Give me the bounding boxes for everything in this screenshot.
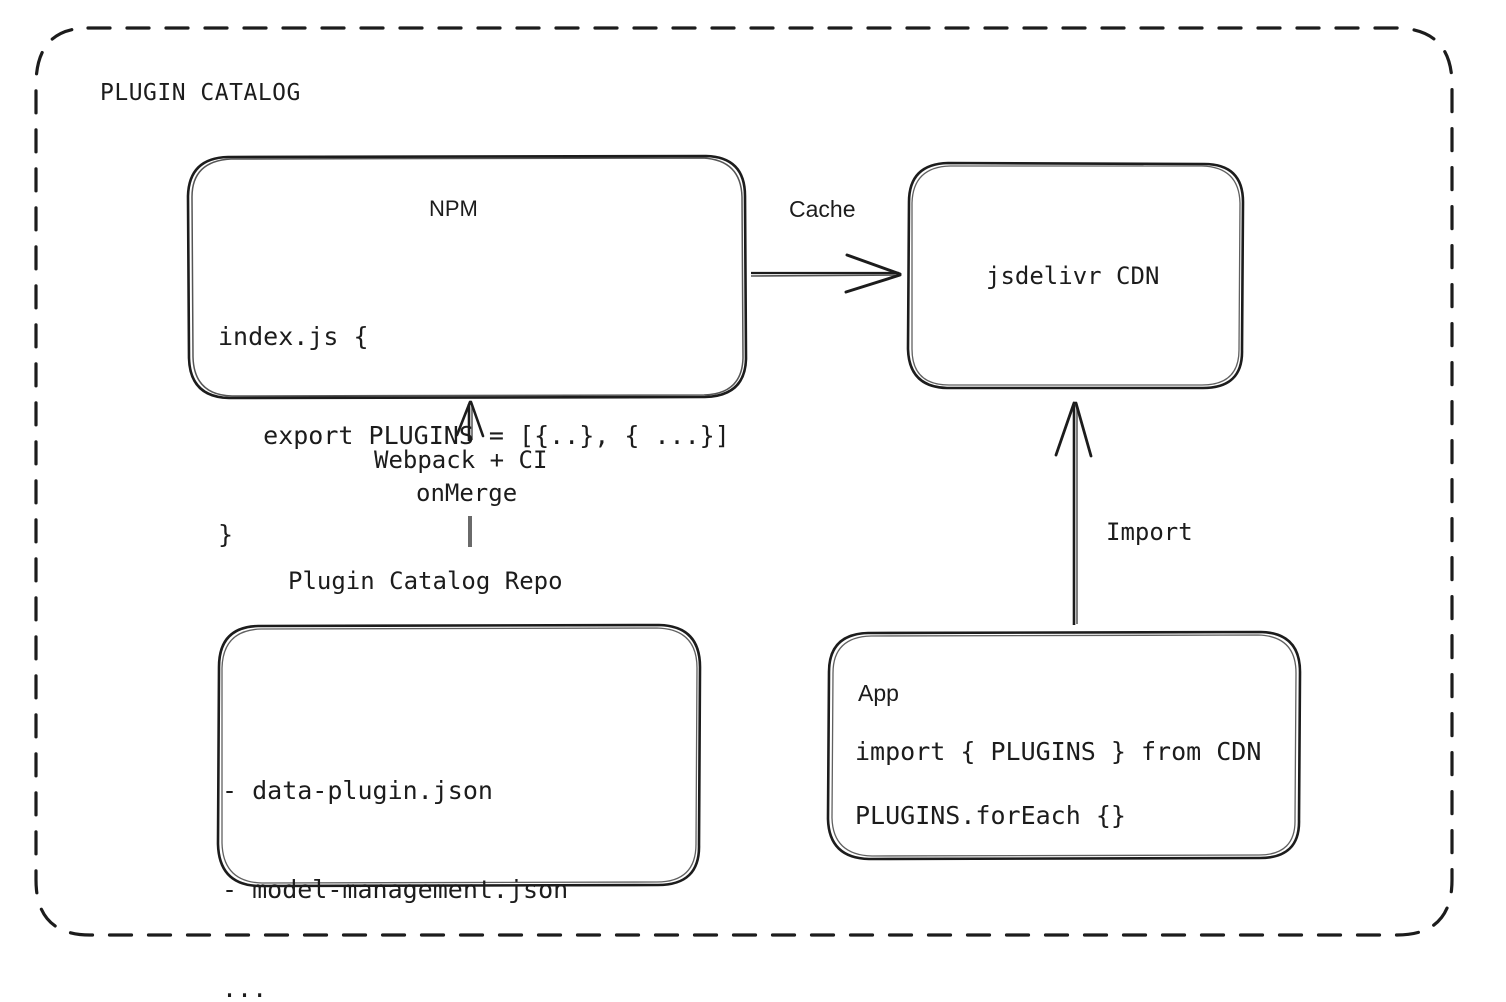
repo-code-line: - data-plugin.json bbox=[222, 776, 493, 805]
edge-npm-to-cdn-arrow bbox=[750, 253, 902, 294]
repo-code-line: - model-management.json bbox=[222, 875, 569, 904]
plugin-catalog-title: PLUGIN CATALOG bbox=[100, 80, 301, 106]
app-code-line: import { PLUGINS } from CDN bbox=[855, 737, 1262, 766]
npm-node[interactable] bbox=[188, 156, 746, 398]
edge-label-import: Import bbox=[1106, 518, 1193, 546]
edge-app-to-cdn-arrow bbox=[1054, 401, 1093, 625]
edge-label-onmerge: onMerge bbox=[416, 479, 518, 507]
npm-node-title: NPM bbox=[429, 196, 478, 221]
repo-node-code: - data-plugin.json - model-management.js… bbox=[222, 708, 568, 1002]
npm-node-code: index.js { export PLUGINS = [{..}, { ...… bbox=[218, 254, 730, 617]
edge-label-webpack-ci: Webpack + CI bbox=[374, 446, 548, 474]
repo-code-line: ... bbox=[222, 974, 268, 1002]
edge-label-cache: Cache bbox=[789, 196, 856, 222]
app-code-line: PLUGINS.forEach {} bbox=[855, 801, 1126, 830]
cdn-node[interactable] bbox=[908, 163, 1243, 388]
repo-node-title: Plugin Catalog Repo bbox=[288, 567, 563, 595]
app-node[interactable] bbox=[828, 632, 1300, 859]
npm-code-line: index.js { bbox=[218, 322, 369, 351]
repo-node[interactable] bbox=[218, 625, 700, 886]
npm-code-line: } bbox=[218, 520, 234, 549]
cdn-node-title: jsdelivr CDN bbox=[986, 262, 1160, 290]
app-node-title: App bbox=[858, 680, 899, 706]
npm-code-line: export PLUGINS = [{..}, { ...}] bbox=[218, 421, 730, 450]
